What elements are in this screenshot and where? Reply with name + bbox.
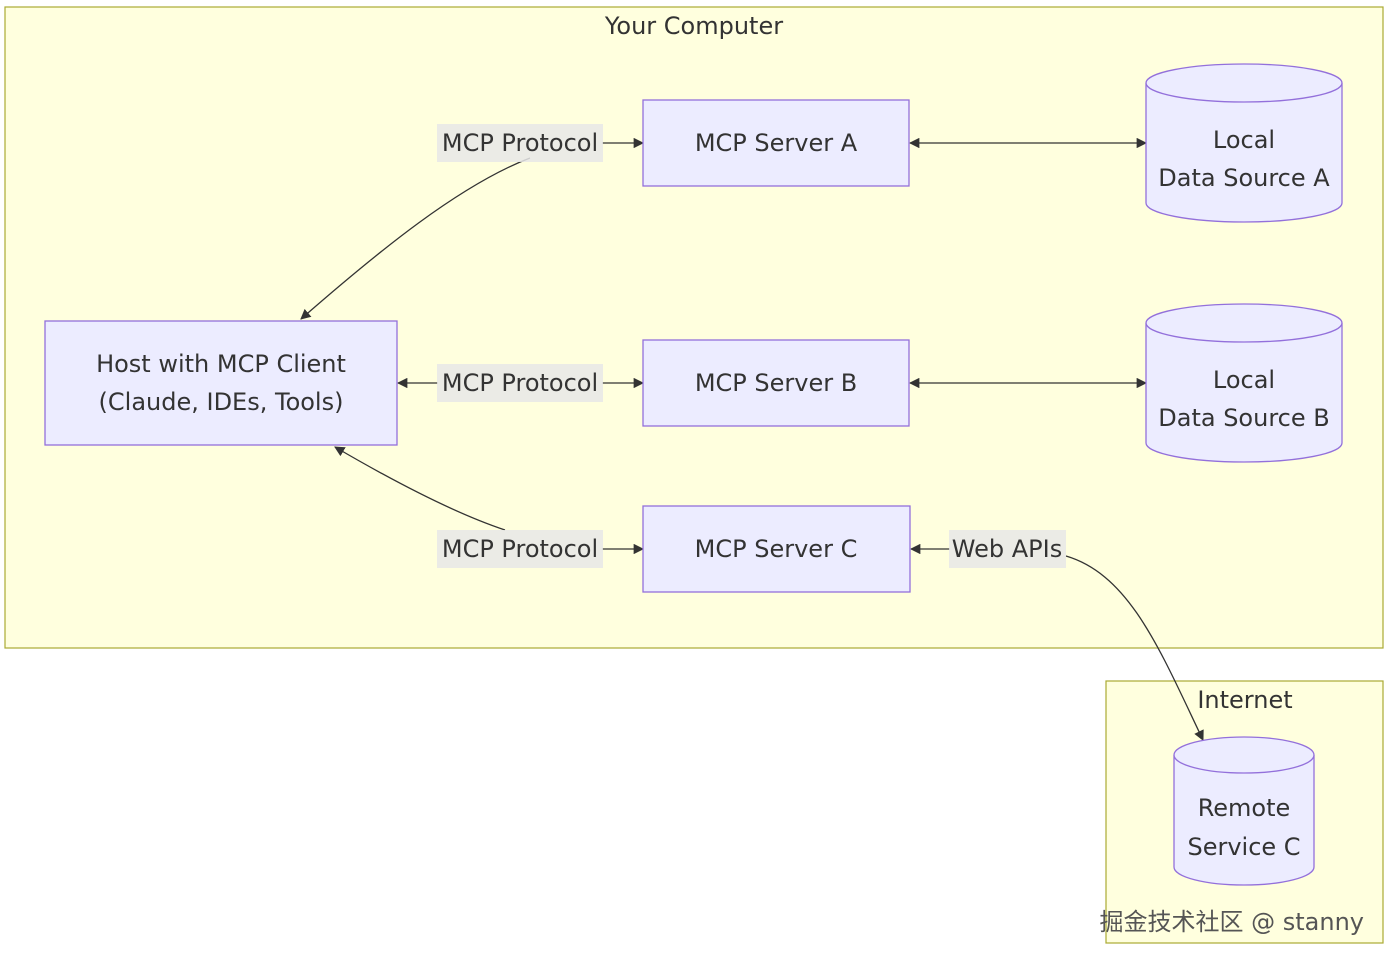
edge-label-host-server-a: MCP Protocol — [437, 124, 603, 162]
node-remote-service-c: Remote Service C — [1173, 736, 1315, 886]
data-b-line-1: Local — [1213, 366, 1275, 394]
node-mcp-server-c: MCP Server C — [642, 505, 911, 593]
node-host-mcp-client: Host with MCP Client (Claude, IDEs, Tool… — [44, 320, 398, 446]
svg-text:MCP Protocol: MCP Protocol — [442, 369, 598, 397]
cluster-title-internet: Internet — [1197, 686, 1292, 714]
node-mcp-server-a: MCP Server A — [642, 99, 910, 187]
node-mcp-server-b: MCP Server B — [642, 339, 910, 427]
svg-text:MCP Protocol: MCP Protocol — [442, 535, 598, 563]
svg-text:MCP Protocol: MCP Protocol — [442, 129, 598, 157]
node-local-data-source-a: Local Data Source A — [1145, 63, 1343, 223]
edge-label-host-server-c: MCP Protocol — [437, 530, 603, 568]
svg-text:MCP Server C: MCP Server C — [695, 535, 858, 563]
svg-text:Web APIs: Web APIs — [952, 535, 1062, 563]
edge-label-web-apis: Web APIs — [949, 530, 1066, 568]
edge-host-server-a-curve — [300, 157, 531, 320]
remote-c-line-1: Remote — [1198, 794, 1291, 822]
svg-text:MCP Server A: MCP Server A — [695, 129, 858, 157]
host-line-2: (Claude, IDEs, Tools) — [99, 388, 344, 416]
data-a-line-1: Local — [1213, 126, 1275, 154]
data-b-line-2: Data Source B — [1158, 404, 1329, 432]
edge-host-server-c-curve — [334, 446, 506, 531]
svg-text:MCP Server B: MCP Server B — [695, 369, 857, 397]
edge-label-host-server-b: MCP Protocol — [437, 364, 603, 402]
data-a-line-2: Data Source A — [1158, 164, 1330, 192]
edges — [300, 137, 1204, 741]
watermark: 掘金技术社区 @ stanny — [1099, 908, 1364, 936]
remote-c-line-2: Service C — [1187, 833, 1300, 861]
cluster-title-your-computer: Your Computer — [604, 12, 783, 40]
edge-web-apis-remote-c — [1065, 555, 1204, 741]
node-local-data-source-b: Local Data Source B — [1145, 303, 1343, 463]
host-line-1: Host with MCP Client — [96, 350, 346, 378]
